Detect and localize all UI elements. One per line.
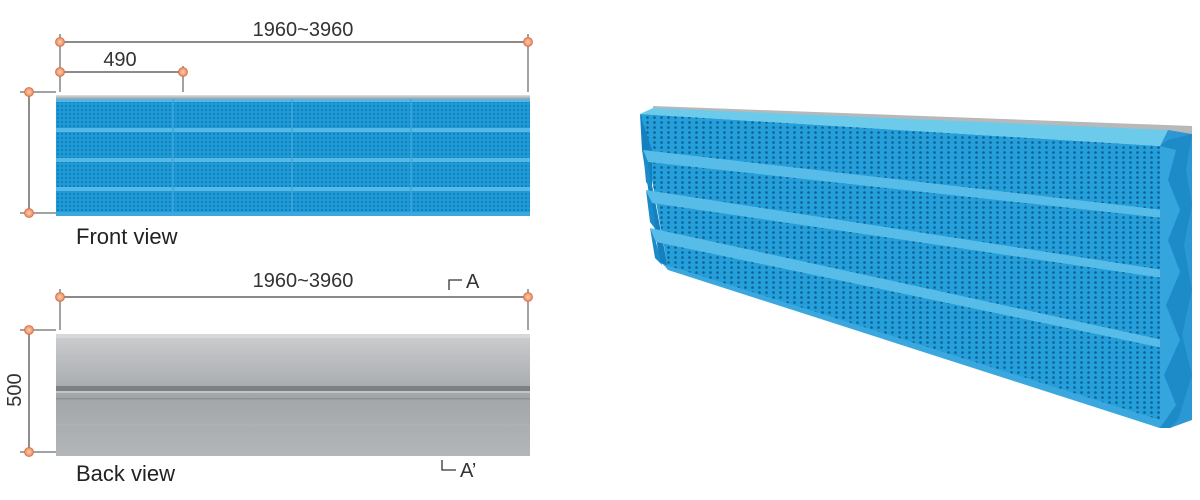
back-height-label: 500 bbox=[4, 373, 26, 406]
back-view-label: Back view bbox=[76, 461, 175, 486]
dimension-marker bbox=[24, 447, 34, 457]
module-width-label: 490 bbox=[103, 49, 136, 71]
front-height-dimension bbox=[20, 87, 56, 218]
dimension-marker bbox=[523, 292, 533, 302]
back-view: 1960~3960 A 500 A’ bbox=[4, 270, 533, 486]
panel-3d-render bbox=[640, 106, 1192, 428]
dimension-marker bbox=[55, 67, 65, 77]
front-view: 1960~3960 490 bbox=[20, 19, 533, 249]
dimension-marker bbox=[55, 37, 65, 47]
dimension-marker bbox=[24, 208, 34, 218]
section-marker-a-prime: A’ bbox=[441, 460, 476, 482]
front-width-label: 1960~3960 bbox=[253, 19, 354, 41]
dimension-marker bbox=[523, 37, 533, 47]
dimension-marker bbox=[55, 292, 65, 302]
dimension-marker bbox=[178, 67, 188, 77]
back-panel bbox=[56, 334, 530, 456]
back-width-dimension: 1960~3960 bbox=[55, 270, 533, 330]
perforated-face bbox=[640, 114, 1160, 428]
back-width-label: 1960~3960 bbox=[253, 270, 354, 292]
louver-ribs bbox=[643, 150, 1163, 428]
dimension-marker bbox=[24, 87, 34, 97]
front-panel bbox=[56, 95, 530, 216]
front-view-label: Front view bbox=[76, 224, 178, 249]
section-marker-a-prime-label: A’ bbox=[460, 460, 476, 482]
front-width-dimension: 1960~3960 bbox=[55, 19, 533, 92]
module-width-dimension: 490 bbox=[55, 49, 188, 92]
section-marker-a: A bbox=[448, 271, 480, 293]
end-profile bbox=[1160, 130, 1192, 428]
back-height-dimension: 500 bbox=[4, 325, 56, 457]
dimension-marker bbox=[24, 325, 34, 335]
section-marker-a-label: A bbox=[466, 271, 480, 293]
